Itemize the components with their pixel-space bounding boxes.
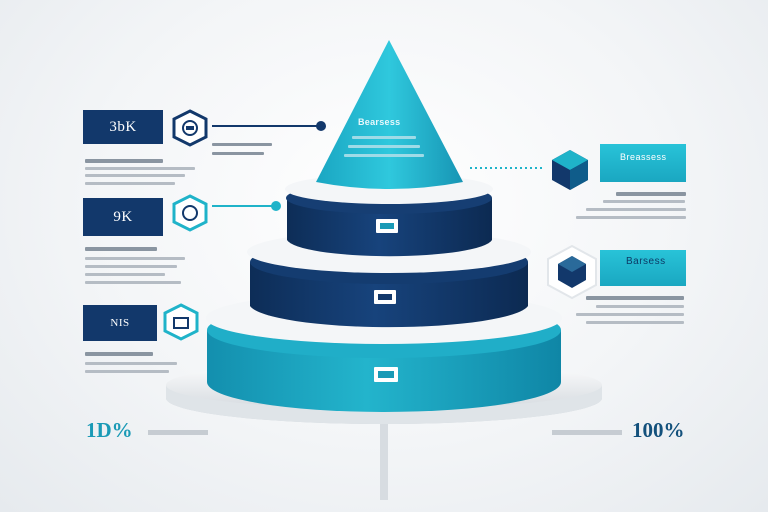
right-block-2-caption: Barsess	[626, 256, 666, 267]
text-placeholder	[352, 136, 416, 139]
text-placeholder	[85, 273, 165, 276]
left-block-3: NIS	[83, 305, 157, 341]
text-placeholder	[344, 154, 424, 157]
left-block-2-value: 9K	[113, 208, 133, 225]
connector-dot	[316, 121, 326, 131]
text-placeholder	[603, 200, 685, 203]
text-placeholder	[586, 208, 686, 211]
connector-dot	[271, 201, 281, 211]
text-placeholder	[586, 296, 684, 300]
percent-right: 100%	[632, 418, 685, 442]
left-block-2: 9K	[83, 198, 163, 236]
cone-caption: Bearsess	[358, 117, 401, 127]
card-icon	[374, 290, 396, 304]
stand-bar-left	[148, 430, 208, 435]
text-placeholder	[85, 257, 185, 260]
left-block-3-value: NIS	[110, 317, 130, 329]
hexagon-badge-icon	[172, 194, 208, 232]
text-placeholder	[85, 265, 177, 268]
left-block-1: 3bK	[83, 110, 163, 144]
text-placeholder	[85, 167, 195, 170]
text-placeholder	[586, 321, 684, 324]
text-placeholder	[616, 192, 686, 196]
text-placeholder	[85, 362, 177, 365]
text-placeholder	[85, 159, 163, 163]
hexagon-badge-icon	[163, 303, 199, 341]
left-block-1-value: 3bK	[109, 118, 137, 135]
text-placeholder	[348, 145, 420, 148]
cube-icon	[552, 150, 588, 190]
right-block-1: Breassess	[600, 144, 686, 182]
text-placeholder	[85, 352, 153, 356]
hexagon-badge-icon	[172, 109, 208, 147]
text-placeholder	[212, 152, 264, 155]
card-icon	[376, 219, 398, 233]
card-icon	[374, 367, 398, 382]
text-placeholder	[85, 370, 169, 373]
text-placeholder	[576, 313, 684, 316]
hexagon-badge-icon	[547, 244, 597, 300]
text-placeholder	[85, 281, 181, 284]
text-placeholder	[212, 143, 272, 146]
text-placeholder	[85, 182, 175, 185]
right-block-1-caption: Breassess	[620, 152, 667, 162]
cone-top	[316, 40, 463, 189]
text-placeholder	[85, 247, 157, 251]
text-placeholder	[85, 174, 185, 177]
stand-leg	[380, 420, 388, 500]
percent-left: 1D%	[86, 418, 133, 442]
right-block-2: Barsess	[600, 250, 686, 286]
text-placeholder	[596, 305, 684, 308]
stand-bar-right	[552, 430, 622, 435]
text-placeholder	[576, 216, 686, 219]
